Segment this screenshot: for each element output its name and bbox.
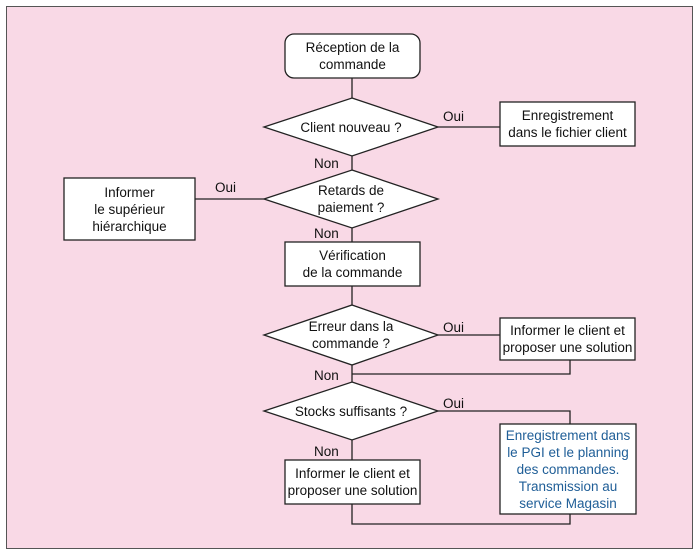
new-client-question: Client nouveau ? <box>300 119 402 135</box>
payment-delays-question: Retards de paiement ? <box>317 183 385 215</box>
register-client-box <box>499 101 636 147</box>
inform-superior-box <box>63 177 196 241</box>
register-erp-text: Enregistrement dans le PGI et le plannin… <box>505 427 631 511</box>
edge-label-yes-order-error: Oui <box>443 320 465 335</box>
start-text: Réception de la commande <box>305 40 400 72</box>
register-client-text: Enregistrement dans le fichier client <box>508 108 627 140</box>
check-order-box <box>284 241 421 287</box>
stock-question: Stocks suffisants ? <box>294 403 408 419</box>
order-error-question: Erreur dans la commande ? <box>308 319 394 351</box>
edge-label-no-new-client: Non <box>314 156 339 171</box>
edge-label-no-order-error: Non <box>314 368 339 383</box>
inform-superior-text: Informer le supérieur hiérarchique <box>92 184 167 234</box>
edge-label-yes-payment: Oui <box>215 180 237 195</box>
edge-label-no-payment: Non <box>314 226 339 241</box>
edge-label-yes-new-client: Oui <box>443 109 465 124</box>
register-erp-box <box>499 423 637 515</box>
edge-label-yes-stock: Oui <box>443 396 465 411</box>
edge-label-no-stock: Non <box>314 444 339 459</box>
inform-client-box-1 <box>499 317 636 361</box>
check-order-text: Vérification de la commande <box>302 248 403 280</box>
inform-client-text-1: Informer le client et proposer une solut… <box>502 323 633 355</box>
inform-client-text-2: Informer le client et proposer une solut… <box>287 466 418 498</box>
